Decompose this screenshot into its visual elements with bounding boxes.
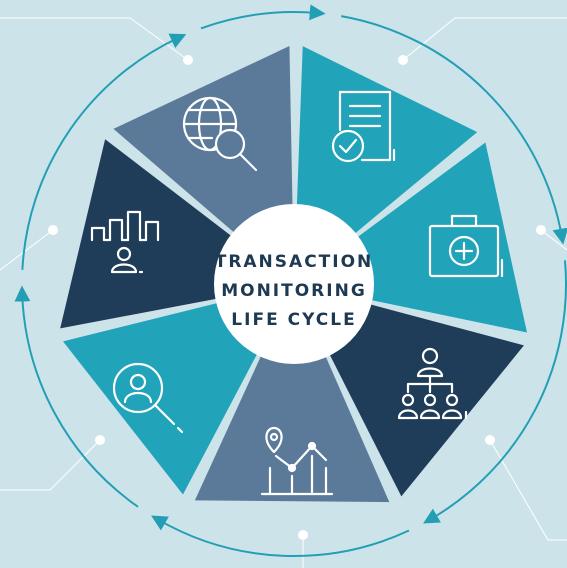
cycle-segment <box>60 139 247 329</box>
cycle-arrow <box>151 515 410 557</box>
leader-line <box>0 17 189 61</box>
center-title-line-3: LIFE CYCLE <box>231 310 356 330</box>
cycle-segment <box>321 299 524 497</box>
leader-line <box>402 17 567 61</box>
leader-line <box>0 439 101 491</box>
cycle-segment <box>63 298 267 495</box>
globe-search-icon <box>182 96 258 172</box>
cycle-segment <box>342 142 528 333</box>
cycle-arrow <box>14 285 139 508</box>
connector-dot <box>183 55 193 65</box>
cycle-arrow <box>423 260 567 524</box>
cycle-arrow <box>21 33 187 270</box>
checklist-document-icon <box>331 90 396 163</box>
bar-chart-user-icon <box>90 210 160 274</box>
user-search-icon <box>112 362 184 434</box>
cycle-arrow <box>341 15 567 245</box>
center-title-line-1: TRANSACTION <box>215 252 374 272</box>
cycle-segment <box>194 338 390 503</box>
leader-line <box>489 439 567 541</box>
center-disc <box>214 204 374 364</box>
briefcase-plus-icon <box>428 214 504 278</box>
connector-dot <box>536 225 546 235</box>
connector-dot <box>95 435 105 445</box>
connector-dot <box>48 225 58 235</box>
connector-dots <box>48 55 546 540</box>
location-chart-icon <box>260 426 334 496</box>
center-title-line-2: MONITORING <box>221 281 367 301</box>
connector-dot <box>398 55 408 65</box>
org-hierarchy-icon <box>397 347 468 420</box>
icon-group <box>90 90 504 496</box>
connector-dot <box>298 530 308 540</box>
cycle-ring <box>14 4 567 557</box>
segment-group <box>60 46 528 503</box>
cycle-segment <box>296 46 478 246</box>
connector-dot <box>485 435 495 445</box>
leader-line <box>0 229 54 271</box>
cycle-arrow <box>200 4 326 30</box>
